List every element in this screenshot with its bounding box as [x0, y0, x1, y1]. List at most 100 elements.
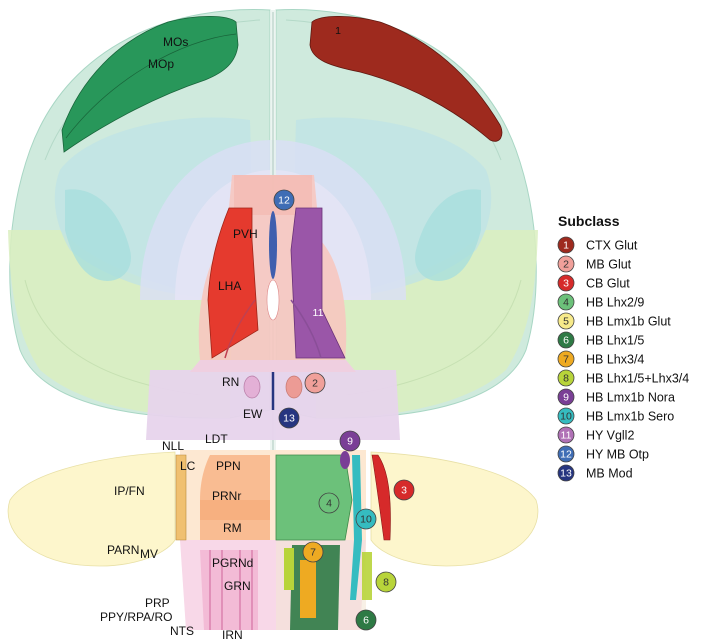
badge-number: 12: [560, 449, 572, 461]
badge-number: 7: [310, 547, 316, 559]
badge-number: 6: [563, 335, 569, 347]
lha-region: [207, 207, 259, 359]
badge-circle: [557, 464, 575, 482]
third-ventricle-lower: [266, 279, 280, 321]
badge-circle: [355, 508, 377, 530]
hb-lhx34-region: [300, 560, 316, 618]
label-nts: NTS: [170, 624, 194, 638]
hb-lmx1b-nora-region: [340, 451, 350, 469]
badge-circle: [557, 293, 575, 311]
badge-circle: [557, 445, 575, 463]
map-badge-12: 12: [273, 189, 295, 211]
label-irn: IRN: [222, 628, 243, 642]
map-badge-6: 6: [355, 609, 377, 631]
ctx-glut-region: [309, 16, 503, 142]
map-badge-13: 13: [278, 407, 300, 429]
cb-glut-region: [371, 454, 391, 541]
badge-number: 5: [563, 316, 569, 328]
label-prnr: PRNr: [212, 489, 241, 503]
label-pgrnd: PGRNd: [212, 556, 253, 570]
badge-number: 9: [563, 392, 569, 404]
badge-circle: [557, 312, 575, 330]
badge-circle: [304, 372, 326, 394]
legend-item-4: 4 HB Lhx2/9: [557, 293, 644, 311]
lateral-ventricle-right: [415, 189, 481, 281]
midbrain-upper: [190, 360, 356, 372]
badge-circle: [557, 407, 575, 425]
legend-item-10: 10 HB Lmx1b Sero: [557, 407, 674, 425]
legend-item-label: HB Lmx1b Sero: [586, 410, 674, 424]
badge-number: 6: [363, 615, 369, 627]
badge-number: 13: [283, 413, 295, 425]
badge-number: 4: [326, 498, 332, 510]
map-badge-number: 11: [313, 307, 324, 319]
badge-circle: [302, 541, 324, 563]
badge-number: 1: [563, 240, 569, 252]
legend-item-label: HB Lhx1/5+Lhx3/4: [586, 372, 689, 386]
badge-number: 10: [360, 514, 372, 526]
legend-item-8: 8 HB Lhx1/5+Lhx3/4: [557, 369, 689, 387]
map-badge-4: 4: [318, 492, 340, 514]
hb-lhx15-lhx34-region-2: [362, 552, 372, 600]
badge-number: 3: [563, 278, 569, 290]
map-badge-1: 1: [335, 25, 341, 37]
legend-item-6: 6 HB Lhx1/5: [557, 331, 644, 349]
mos-mop-border: [65, 33, 237, 139]
badge-circle: [318, 492, 340, 514]
cerebellum-right: [370, 451, 539, 567]
label-ip-fn: IP/FN: [114, 484, 145, 498]
legend-item-label: HB Lmx1b Glut: [586, 315, 671, 329]
badge-circle: [557, 426, 575, 444]
badge-number: 12: [278, 195, 290, 207]
cerebellum-left: [7, 451, 176, 567]
label-nll: NLL: [162, 439, 184, 453]
map-badge-10: 10: [355, 508, 377, 530]
legend-title: Subclass: [558, 213, 620, 229]
map-badges: 1 2 3 4 6 7 8 9 10 11 12 13: [273, 25, 415, 631]
label-mos: MOs: [163, 35, 188, 49]
mb-glut-right: [285, 375, 303, 399]
map-badge-7: 7: [302, 541, 324, 563]
legend-item-label: HB Lhx2/9: [586, 296, 644, 310]
badge-number: 7: [563, 354, 569, 366]
label-grn: GRN: [224, 579, 251, 593]
map-badge-2: 2: [304, 372, 326, 394]
mb-glut-left: [243, 375, 261, 399]
hypothalamic-outline-left: [224, 299, 256, 359]
label-ppy-rpa-ro: PPY/RPA/RO: [100, 610, 172, 624]
badge-circle: [278, 407, 300, 429]
label-rn: RN: [222, 375, 239, 389]
badge-number: 3: [401, 485, 407, 497]
badge-circle: [557, 274, 575, 292]
badge-circle: [557, 388, 575, 406]
lateral-ventricle-left: [65, 189, 131, 281]
legend-item-label: CTX Glut: [586, 239, 638, 253]
badge-number: 4: [563, 297, 569, 309]
map-badge-3: 3: [393, 479, 415, 501]
map-badge-11: 11: [313, 307, 324, 319]
label-parn: PARN: [107, 543, 139, 557]
legend-item-label: HB Lhx1/5: [586, 334, 644, 348]
badge-number: 10: [560, 411, 572, 423]
badge-circle: [557, 350, 575, 368]
hb-lhx29-region: [275, 454, 353, 541]
label-rm: RM: [223, 521, 242, 535]
legend-item-label: HY Vgll2: [586, 429, 634, 443]
region-labels: MOs MOp PVH LHA RN EW NLL LDT LC PPN PRN…: [100, 35, 263, 642]
badge-circle: [375, 571, 397, 593]
badge-circle: [557, 236, 575, 254]
label-pvh: PVH: [233, 227, 258, 241]
badge-number: 9: [347, 436, 353, 448]
label-mv: MV: [140, 547, 158, 561]
hypothalamic-outline-right: [290, 299, 322, 359]
badge-number: 8: [563, 373, 569, 385]
